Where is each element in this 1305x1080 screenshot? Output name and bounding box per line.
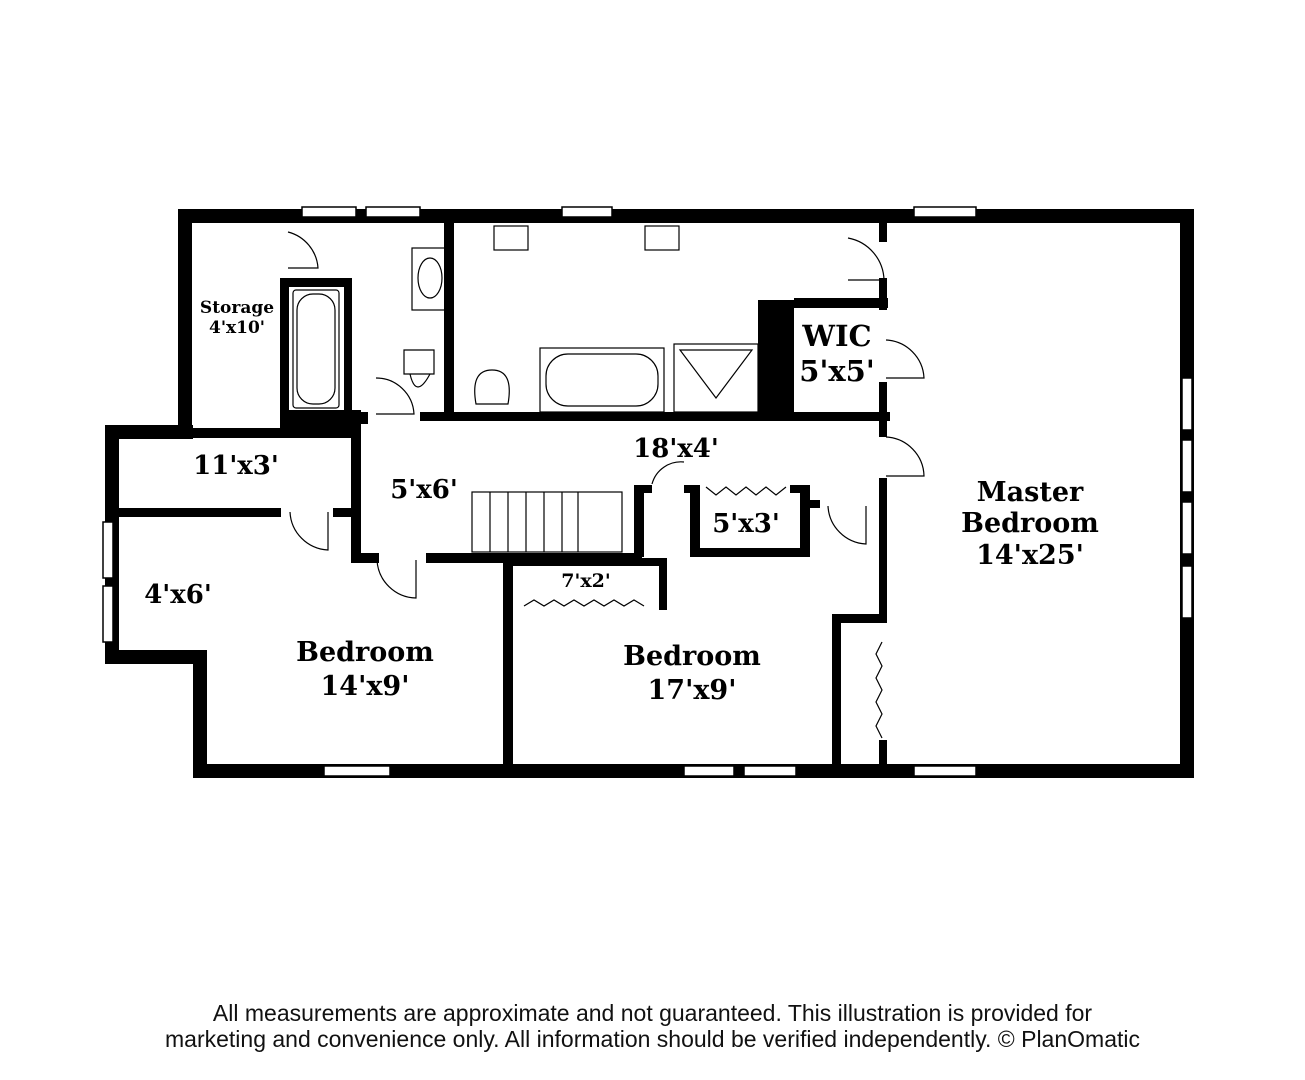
- disclaimer-line-1: All measurements are approximate and not…: [212, 1000, 1093, 1026]
- landing-size: 5'x6': [390, 475, 458, 505]
- bedroom-west-size: 14'x9': [321, 671, 410, 702]
- disclaimer-line-2: marketing and convenience only. All info…: [165, 1026, 1140, 1052]
- room-labels: Storage 4'x10' WIC 5'x5' 18'x4' 11'x3' 5…: [144, 298, 1099, 706]
- bedroom-middle-name: Bedroom: [623, 641, 761, 672]
- windows: [102, 206, 1193, 777]
- master-size: 14'x25': [976, 540, 1084, 571]
- bedroom-middle-size: 17'x9': [648, 675, 737, 706]
- bedroom-west-name: Bedroom: [296, 637, 434, 668]
- hall-size: 18'x4': [633, 434, 719, 464]
- storage-size: 4'x10': [209, 318, 265, 338]
- master-name-line1: Master: [977, 477, 1084, 508]
- closet-11x3-size: 11'x3': [193, 451, 279, 481]
- nook-size: 4'x6': [144, 580, 212, 610]
- closet-7x2-size: 7'x2': [561, 570, 610, 592]
- closet-5x3-size: 5'x3': [712, 509, 780, 539]
- fixtures: [287, 225, 925, 739]
- storage-name: Storage: [200, 298, 274, 318]
- wic-size: 5'x5': [799, 354, 874, 388]
- disclaimer: All measurements are approximate and not…: [0, 1000, 1305, 1052]
- master-name-line2: Bedroom: [961, 508, 1099, 539]
- wic-name: WIC: [801, 319, 871, 353]
- walls: [105, 209, 1194, 778]
